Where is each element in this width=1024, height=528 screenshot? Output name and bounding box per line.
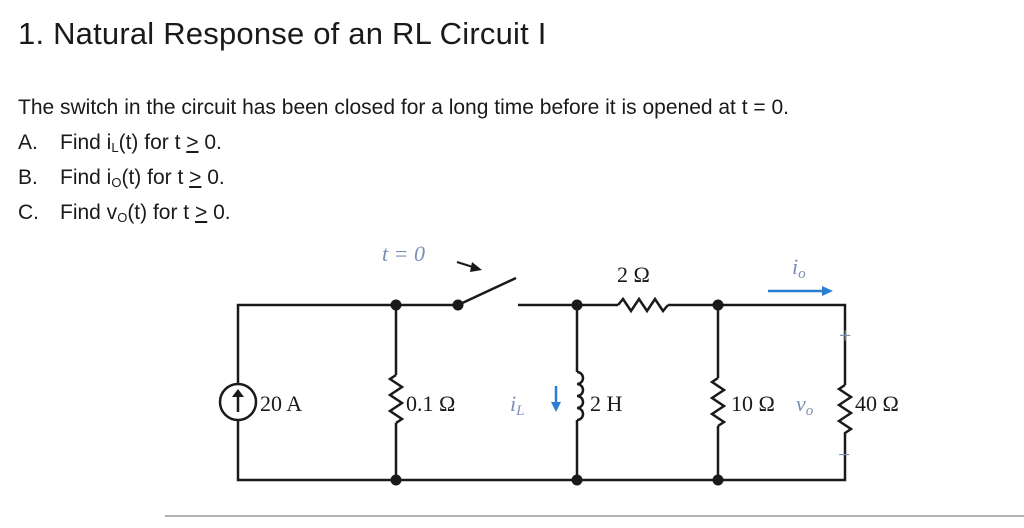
resistor-2ohm [617, 296, 669, 314]
wire-top-right [668, 303, 847, 385]
switch-label: t = 0 [382, 241, 425, 266]
ge-symbol: > [189, 166, 202, 189]
node-dot [390, 474, 402, 486]
question-text-2: (t) for t [127, 201, 195, 224]
node-dot [712, 299, 724, 311]
resistor-10ohm [709, 376, 727, 428]
question-c: C. Find vO(t) for t > 0. [18, 201, 231, 225]
resistor-0p1ohm-label: 0.1 Ω [406, 391, 455, 416]
current-source-label: 20 A [260, 391, 302, 416]
resistor-0p1ohm [387, 373, 405, 425]
question-text-2: (t) for t [118, 131, 187, 154]
question-letter: B. [18, 166, 38, 189]
question-letter: C. [18, 201, 39, 224]
node-dot [571, 299, 583, 311]
problem-statement: The switch in the circuit has been close… [18, 96, 790, 119]
node-dot [452, 299, 464, 311]
question-tail: 0. [198, 131, 222, 154]
resistor-10ohm-label: 10 Ω [731, 391, 775, 416]
ge-symbol: > [186, 131, 199, 154]
question-b: B. Find iO(t) for t > 0. [18, 166, 225, 190]
resistor-2ohm-label: 2 Ω [617, 262, 650, 287]
current-source-arrowhead [232, 389, 244, 397]
question-subscript: L [111, 140, 119, 155]
question-tail: 0. [201, 166, 225, 189]
switch-arrowhead [470, 262, 482, 272]
question-subscript: O [117, 210, 128, 225]
node-dot [712, 474, 724, 486]
question-text-2: (t) for t [121, 166, 190, 189]
inductor-coil [576, 370, 585, 422]
io-arrowhead [822, 286, 833, 296]
resistor-40ohm [836, 383, 854, 440]
vo-label: vo [796, 391, 814, 419]
resistor-40ohm-label: 40 Ω [855, 391, 899, 416]
minus-sign: − [838, 442, 850, 467]
wire-bottom [236, 420, 847, 482]
wire-top-left [236, 303, 458, 385]
node-dot [390, 299, 402, 311]
il-label: iL [510, 391, 524, 419]
io-label: io [792, 254, 806, 282]
question-letter: A. [18, 131, 38, 154]
ge-symbol: > [194, 201, 208, 224]
question-a: A. Find iL(t) for t > 0. [18, 131, 222, 155]
inductor-label: 2 H [590, 391, 623, 416]
switch-blade [457, 276, 517, 307]
il-arrowhead [551, 402, 561, 412]
question-text: Find i [60, 131, 112, 154]
node-dot [571, 474, 583, 486]
problem-title: 1. Natural Response of an RL Circuit I [18, 16, 547, 51]
current-source-circle [218, 382, 258, 422]
question-subscript: O [111, 175, 122, 190]
plus-sign: + [839, 323, 851, 348]
question-text: Find v [60, 201, 118, 224]
question-text: Find i [60, 166, 112, 189]
question-tail: 0. [207, 201, 231, 224]
